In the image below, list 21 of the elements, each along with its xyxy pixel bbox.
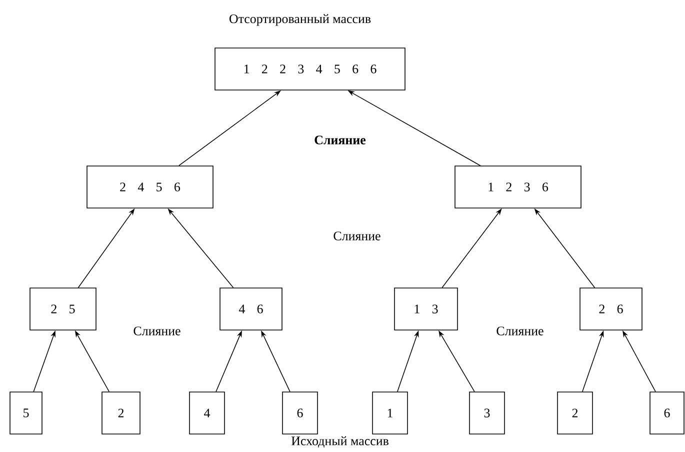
array-box: 5	[10, 392, 42, 434]
array-box: 1	[372, 392, 408, 434]
array-box: 1 2 2 3 4 5 6 6	[214, 48, 406, 90]
array-box: 4 6	[220, 288, 282, 330]
merge-label: Слияние	[314, 136, 366, 144]
array-box: 6	[282, 392, 318, 434]
array-box: 2	[102, 392, 140, 434]
array-box: 6	[650, 392, 684, 434]
array-box: 1 2 3 6	[454, 166, 582, 208]
merge-label: Слияние	[134, 326, 180, 336]
array-box: 2 4 5 6	[86, 166, 214, 208]
array-box: 2 6	[580, 288, 642, 330]
array-box: 2 5	[30, 288, 96, 330]
array-box: 3	[469, 392, 505, 434]
array-box: 2	[557, 392, 593, 434]
caption: Отсортированный массив	[230, 14, 371, 26]
caption: Исходный массив	[291, 436, 388, 448]
merge-label: Слияние	[334, 232, 380, 240]
array-box: 1 3	[394, 288, 458, 330]
merge-label: Слияние	[496, 326, 544, 336]
array-box: 4	[189, 392, 225, 434]
